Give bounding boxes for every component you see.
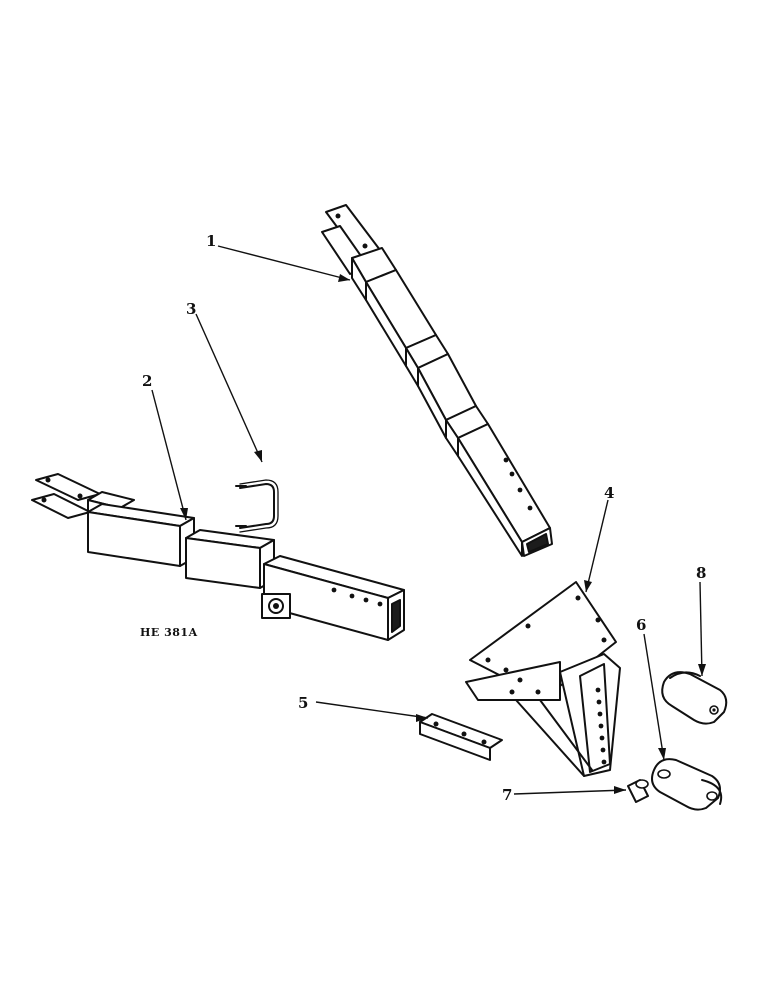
callout-8: 8 (696, 564, 706, 582)
leader-lines (151, 245, 706, 795)
part-5-plate (419, 713, 503, 761)
callout-3: 3 (186, 300, 196, 318)
part-7-pin (627, 779, 649, 803)
callout-4: 4 (604, 484, 614, 502)
callout-7: 7 (502, 786, 512, 804)
part-6-clevis (651, 758, 723, 811)
callout-5: 5 (298, 694, 308, 712)
part-2-tube-assembly (31, 473, 405, 641)
callout-labels: 1 2 3 4 5 6 7 8 (142, 232, 706, 804)
figure-code: HE 381A (140, 626, 198, 639)
part-3-u-bolt (235, 479, 279, 533)
callout-1: 1 (206, 232, 216, 250)
callout-2: 2 (142, 372, 152, 390)
callout-6: 6 (636, 616, 646, 634)
part-4-bracket (465, 581, 621, 777)
part-8-clevis (661, 671, 728, 725)
part-1-tube-assembly (321, 204, 553, 557)
